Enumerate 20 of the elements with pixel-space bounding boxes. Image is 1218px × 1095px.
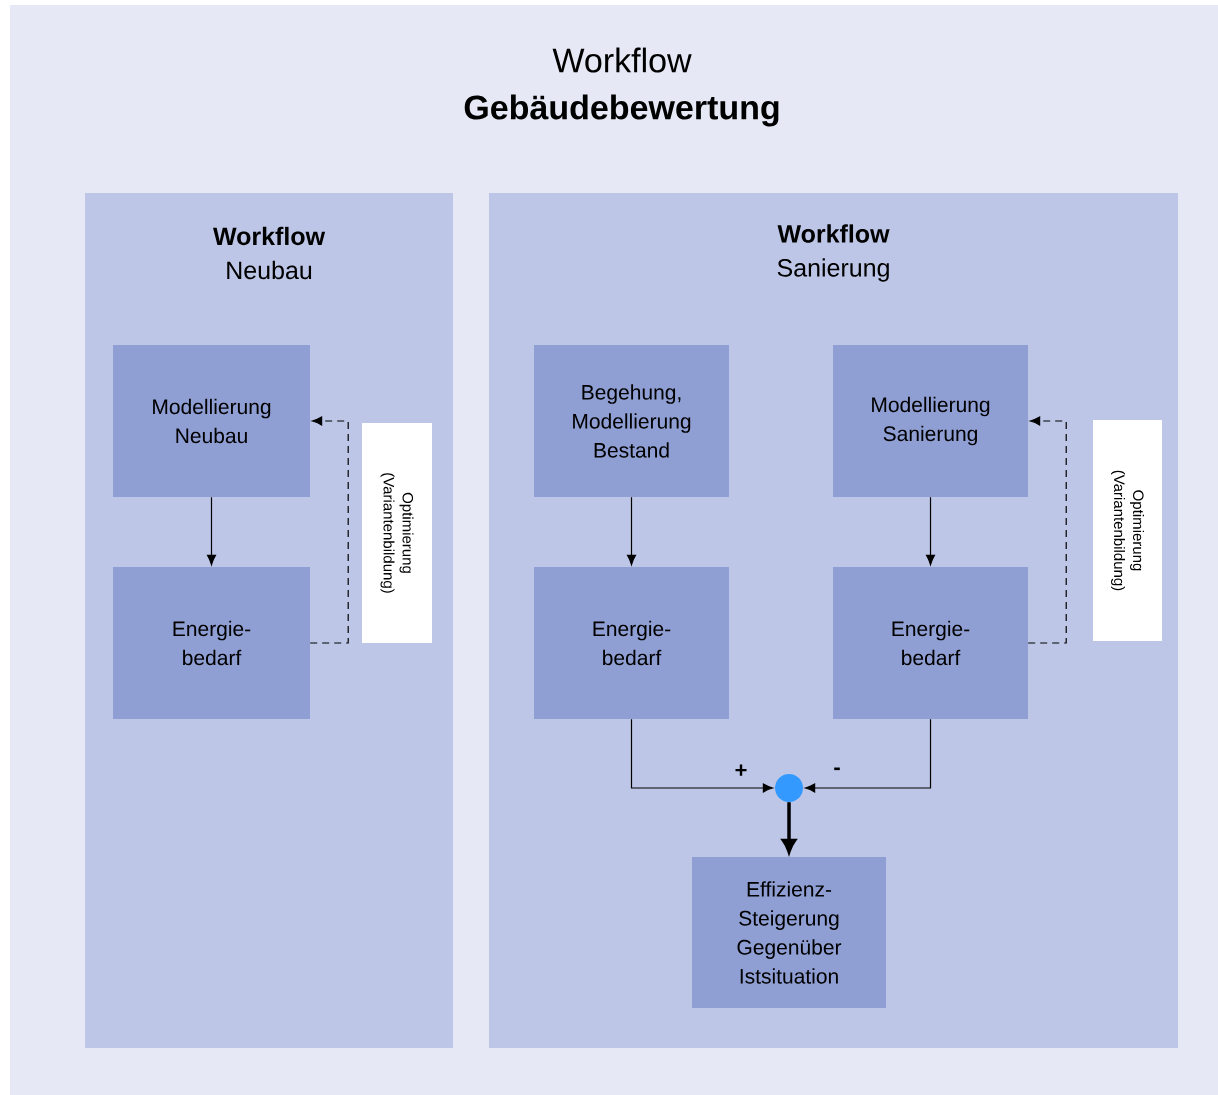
arrow [804,718,932,793]
arrow [926,496,935,566]
junction-dot [775,774,803,802]
process-box: Energie- bedarf [833,567,1028,719]
title: Workflow Gebäudebewertung [464,47,779,127]
process-box: Modellierung Neubau [113,345,310,497]
arrow [207,496,216,566]
arrow [781,802,797,854]
process-box: Modellierung Sanierung [833,345,1028,497]
edge-label: - [832,766,842,776]
process-box: Energie- bedarf [534,567,729,719]
note-box: Optimierung (Variantenbildung) [1093,420,1162,641]
arrow [627,496,636,566]
process-box: Energie- bedarf [113,567,310,719]
arrow [630,718,774,793]
process-box: Effizienz- Steigerung Gegenüber Istsituation [692,857,886,1008]
process-box: Begehung, Modellierung Bestand [534,345,729,497]
note-box: Optimierung (Variantenbildung) [362,423,432,643]
arrow [309,416,349,644]
arrow [1027,416,1067,644]
